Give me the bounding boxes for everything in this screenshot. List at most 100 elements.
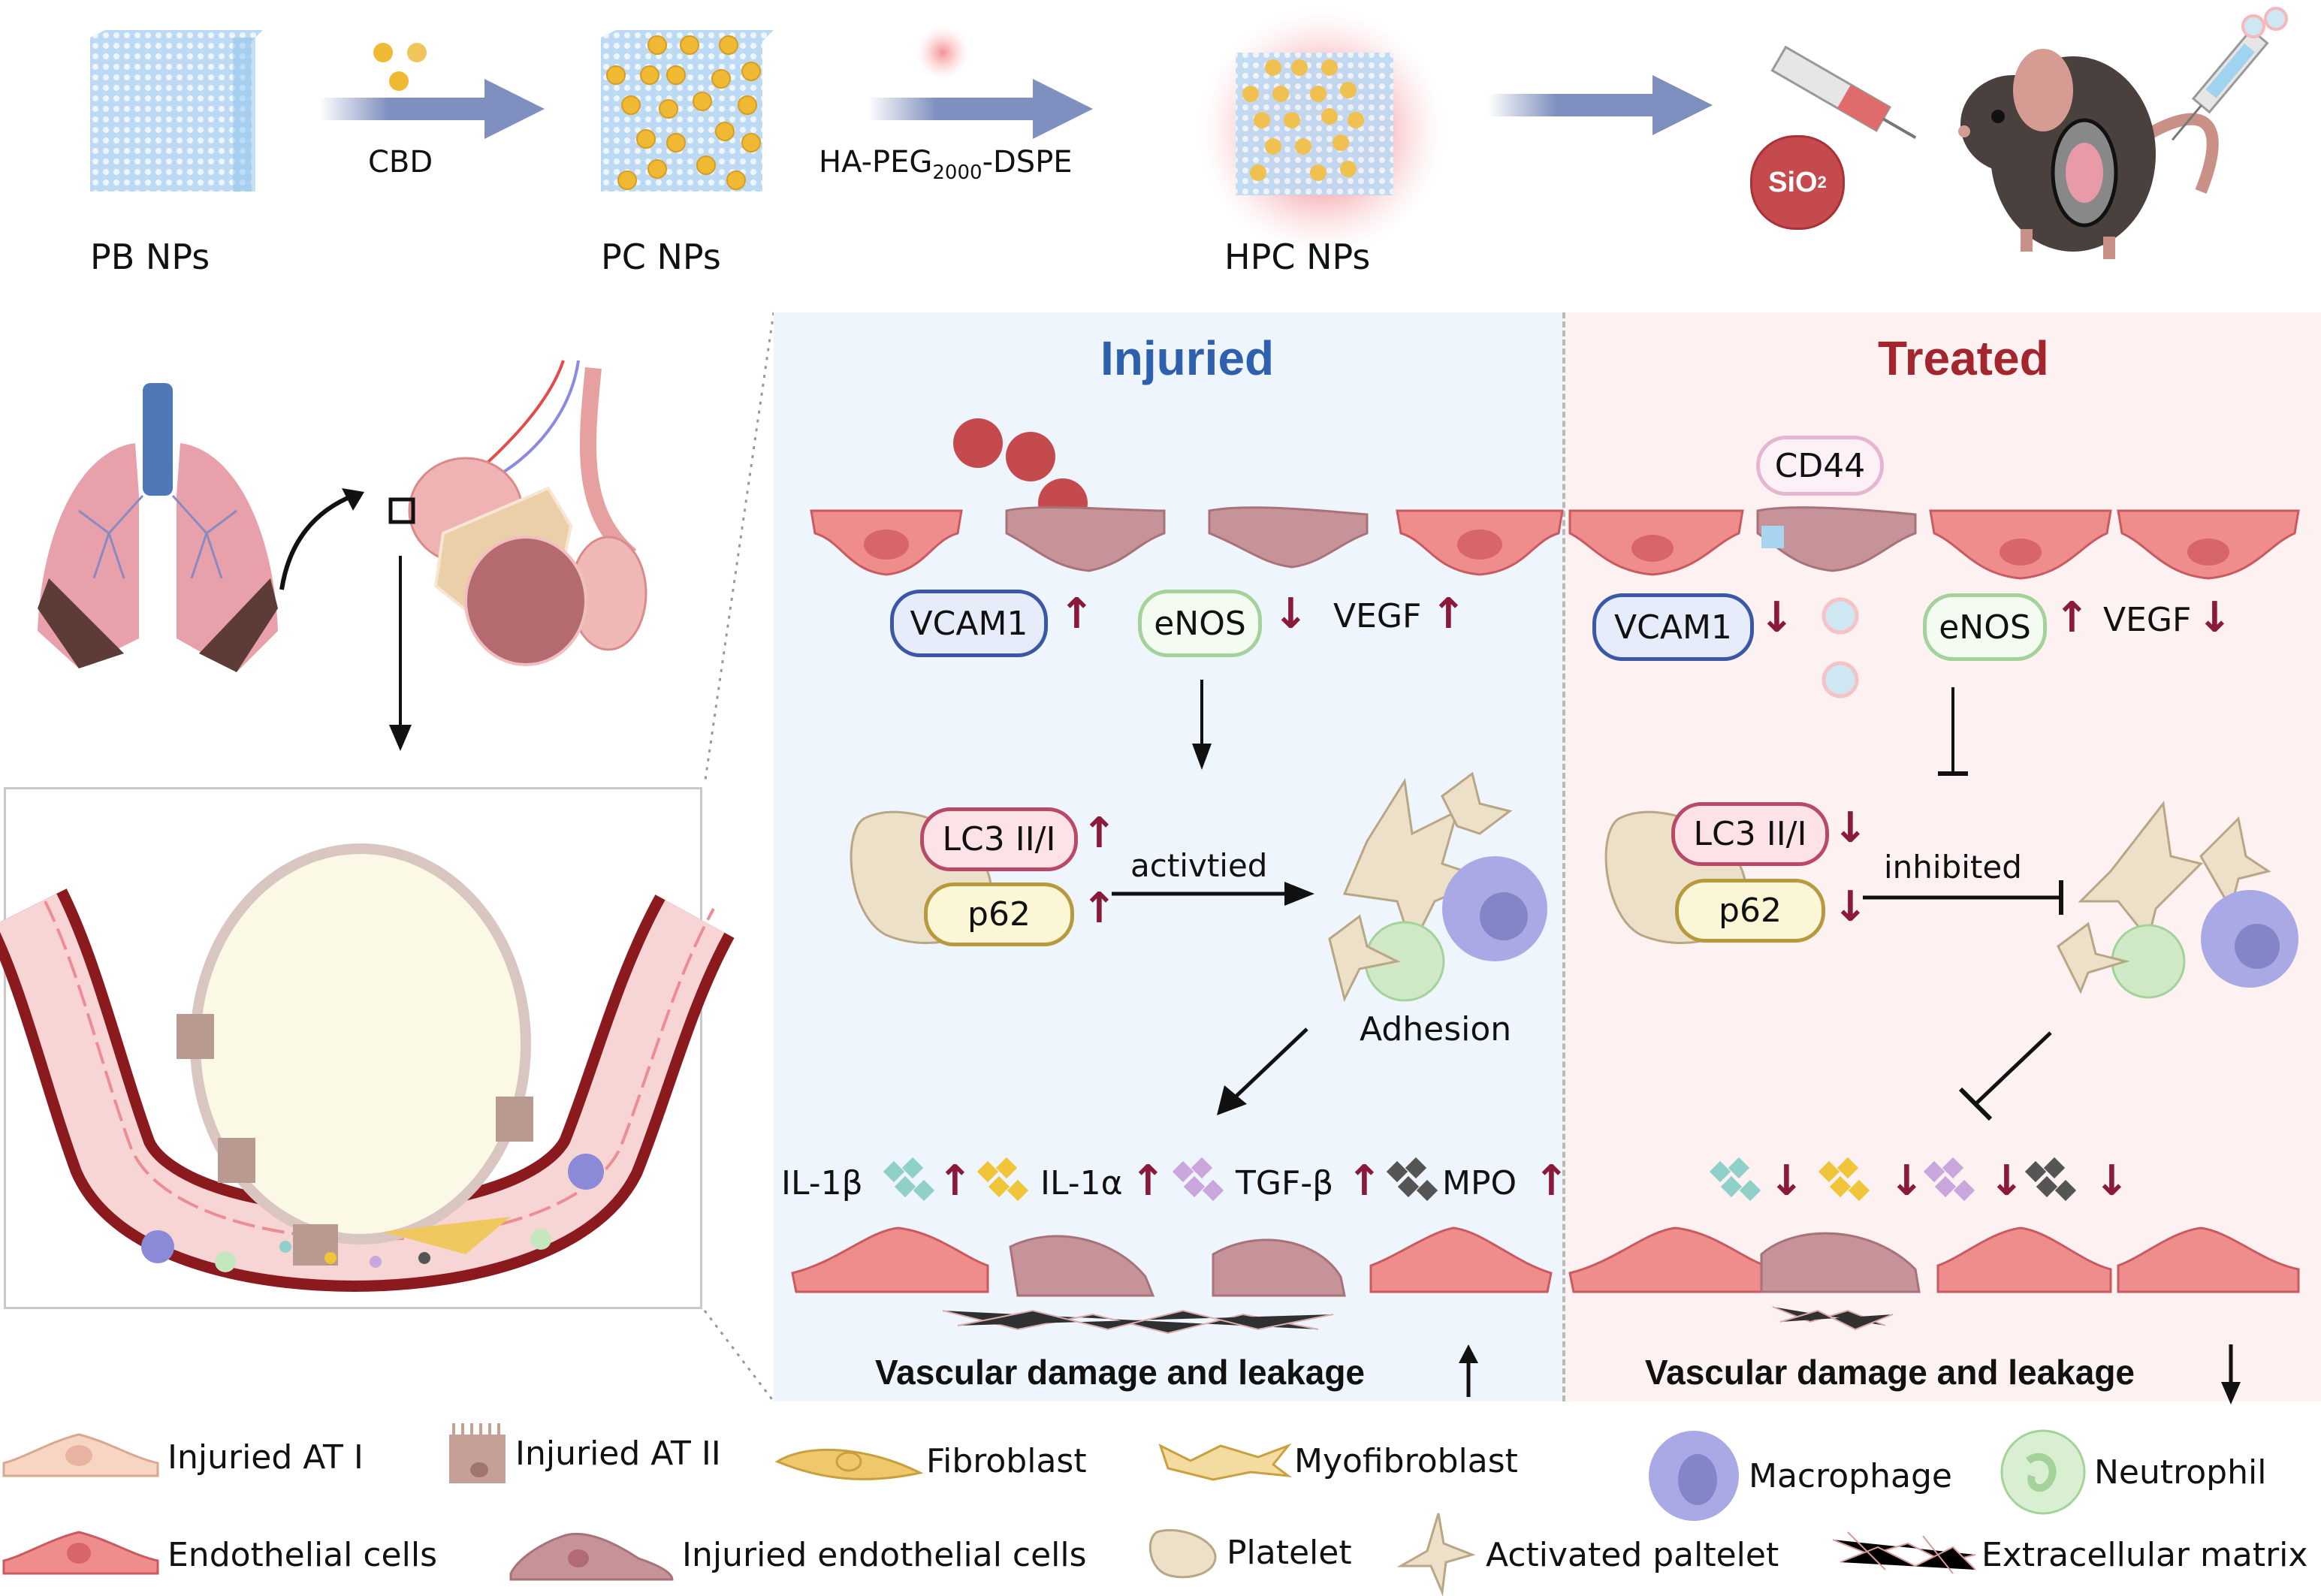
legend-label: Injuried AT II xyxy=(515,1434,721,1473)
ha-peg-subscript: 2000 xyxy=(932,161,982,184)
arrow-label-cbd: CBD xyxy=(368,145,433,180)
tgfb-cluster-icon xyxy=(1923,1157,1975,1202)
cbd-molecules-icon xyxy=(373,43,427,91)
vcam1-pill-treated: VCAM1 xyxy=(1592,593,1754,661)
inhibited-label: inhibited xyxy=(1884,849,2022,885)
il1a-label: IL-1α xyxy=(1040,1164,1123,1202)
legend-item-macrophage: Macrophage xyxy=(1645,1427,1952,1525)
treated-title: Treated xyxy=(1878,331,2049,385)
silica-badge-subscript: 2 xyxy=(1817,173,1827,192)
lc3-pill-treated: LC3 II/I xyxy=(1671,802,1829,866)
silica-badge-text: SiO xyxy=(1768,166,1818,198)
myofibroblast-icon xyxy=(1158,1443,1293,1481)
injured-title: Injuried xyxy=(1100,331,1275,385)
il1b-cluster-icon xyxy=(1709,1157,1761,1202)
il1a-cluster-icon xyxy=(1818,1157,1870,1202)
endothelial-cell-icon xyxy=(2,1531,159,1575)
neutrophil-icon xyxy=(2000,1429,2086,1515)
diagonal-arrow-icon xyxy=(1217,1027,1308,1115)
injured-endothelial-cell-icon xyxy=(509,1532,674,1581)
vcam1-pill-injured: VCAM1 xyxy=(890,590,1048,657)
mpo-down-arrow-icon: ↓ xyxy=(2094,1157,2129,1205)
mpo-up-arrow-icon: ↑ xyxy=(1534,1157,1569,1205)
enos-up-arrow-icon: ↑ xyxy=(2054,593,2090,642)
hpc-nanoparticle-icon xyxy=(1198,8,1446,255)
activation-arrow-icon xyxy=(1112,882,1314,906)
legend-item-at1: Injuried AT I xyxy=(2,1433,364,1480)
ha-peg-particle-icon xyxy=(916,26,969,79)
zoom-curved-arrow-icon xyxy=(279,488,364,590)
il1a-cluster-icon xyxy=(976,1157,1029,1202)
legend-item-at2: Injuried AT II xyxy=(449,1423,721,1483)
legend-label: Activated paltelet xyxy=(1486,1535,1779,1574)
ha-peg-prefix: HA-PEG xyxy=(819,145,933,180)
platelet-icon xyxy=(1148,1528,1217,1579)
legend-label: Endothelial cells xyxy=(168,1535,438,1574)
process-arrow-icon xyxy=(319,79,545,139)
hpc-nanoparticle-small-icon xyxy=(1821,597,1859,698)
cd44-pill: CD44 xyxy=(1756,436,1884,496)
macrophage-icon xyxy=(1649,1431,1739,1521)
legend-item-injured-endothelial: Injuried endothelial cells xyxy=(509,1528,1087,1581)
panel-divider xyxy=(1562,312,1565,1401)
step-label-pb: PB NPs xyxy=(90,237,210,277)
cell-cluster-adhesion-icon xyxy=(1328,771,1547,1003)
down-arrow-icon xyxy=(1192,680,1212,770)
lungs-icon xyxy=(38,383,278,672)
mpo-cluster-icon xyxy=(2024,1157,2077,1202)
legend-label: Injuried endothelial cells xyxy=(682,1535,1087,1574)
p62-up-arrow-icon: ↑ xyxy=(1082,884,1117,933)
legend-label: Macrophage xyxy=(1749,1456,1952,1495)
ha-peg-suffix: -DSPE xyxy=(982,145,1073,180)
treated-endothelium-bottom-layer xyxy=(1568,1226,2300,1331)
legend-label: Neutrophil xyxy=(2094,1453,2267,1492)
cell-cluster-inhibited-icon xyxy=(2057,801,2298,999)
p62-pill-treated: p62 xyxy=(1675,879,1825,943)
fibroblast-icon xyxy=(774,1448,924,1480)
conclusion-up-arrow-icon xyxy=(1459,1344,1478,1397)
mpo-cluster-icon xyxy=(1386,1157,1438,1202)
injured-endothelium-bottom-layer xyxy=(791,1226,1553,1335)
process-arrow-icon xyxy=(1487,75,1713,135)
inhibition-arrow-icon xyxy=(1863,880,2063,915)
inhibit-bar-icon xyxy=(1938,687,1968,776)
legend-item-fibroblast: Fibroblast xyxy=(774,1442,1087,1480)
tgfb-cluster-icon xyxy=(1172,1157,1224,1202)
legend-item-myofibroblast: Myofibroblast xyxy=(1158,1438,1518,1483)
legend-item-endothelial: Endothelial cells xyxy=(2,1531,438,1577)
il1a-up-arrow-icon: ↑ xyxy=(1130,1157,1166,1205)
alveoli-icon xyxy=(388,360,647,666)
legend-label: Platelet xyxy=(1227,1534,1352,1572)
tgfb-label: TGF-β xyxy=(1236,1164,1334,1202)
tgfb-up-arrow-icon: ↑ xyxy=(1347,1157,1382,1205)
il1b-down-arrow-icon: ↓ xyxy=(1769,1157,1804,1205)
enos-down-arrow-icon: ↓ xyxy=(1273,590,1308,638)
injured-at1-cell-icon xyxy=(2,1433,159,1477)
enos-pill-treated: eNOS xyxy=(1923,593,2047,661)
lc3-pill-injured: LC3 II/I xyxy=(920,807,1078,871)
mpo-label: MPO xyxy=(1442,1164,1517,1202)
vegf-label-injured: VEGF xyxy=(1333,597,1422,635)
injured-at2-cell-icon xyxy=(449,1423,506,1483)
tgfb-down-arrow-icon: ↓ xyxy=(1989,1157,2024,1205)
vegf-down-arrow-icon: ↓ xyxy=(2197,593,2232,642)
inhibit-diagonal-icon xyxy=(1958,1031,2052,1121)
p62-pill-injured: p62 xyxy=(924,882,1074,946)
pb-nanoparticle-cube-icon xyxy=(90,30,263,192)
pc-nanoparticle-cube-icon xyxy=(601,30,774,192)
injured-endothelium-layer xyxy=(810,418,1564,576)
vcam1-down-arrow-icon: ↓ xyxy=(1759,593,1794,642)
legend-label: Myofibroblast xyxy=(1294,1441,1518,1480)
capillary-detail-box xyxy=(4,787,702,1309)
down-arrow-icon xyxy=(389,556,412,751)
lc3-up-arrow-icon: ↑ xyxy=(1082,809,1117,858)
adhesion-label: Adhesion xyxy=(1360,1010,1512,1048)
process-arrow-icon xyxy=(868,79,1093,139)
legend-item-platelet: Platelet xyxy=(1148,1525,1352,1581)
il1b-up-arrow-icon: ↑ xyxy=(937,1157,973,1205)
extracellular-matrix-icon xyxy=(1832,1531,1976,1574)
activated-platelet-icon xyxy=(1396,1513,1476,1596)
vegf-up-arrow-icon: ↑ xyxy=(1431,590,1466,638)
silica-particle xyxy=(1006,432,1055,481)
